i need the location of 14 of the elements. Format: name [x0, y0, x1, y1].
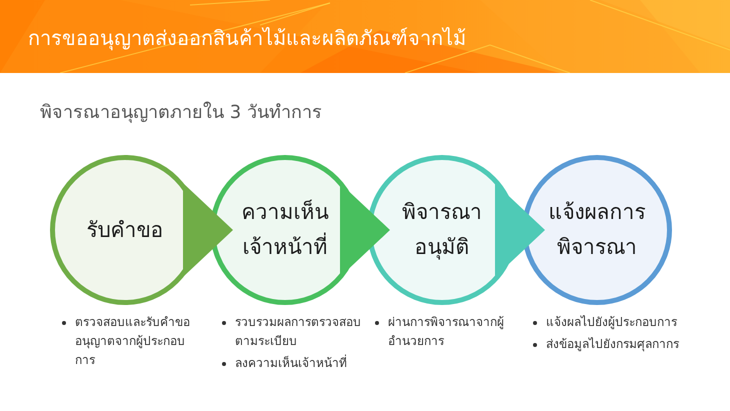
bullet-text: ผ่านการพิจารณาจากผู้อำนวยการ: [388, 314, 505, 350]
bullet-text: ลงความเห็นเจ้าหน้าที่: [235, 354, 348, 372]
bullet-text: ส่งข้อมูลไปยังกรมศุลกากร: [546, 336, 680, 354]
step-label: รับคำขอ: [86, 216, 164, 244]
bullet-text: แจ้งผลไปยังผู้ประกอบการ: [546, 314, 678, 332]
bullet-text: รวบรวมผลการตรวจสอบตามระเบียบ: [235, 314, 362, 350]
bullet-text: ตรวจสอบและรับคำขออนุญาตจากผู้ประกอบการ: [75, 314, 191, 369]
subtitle: พิจารณาอนุญาตภายใน 3 วันทำการ: [40, 100, 322, 125]
step-label: ความเห็นเจ้าหน้าที่: [240, 198, 330, 261]
page-title: การขออนุญาตส่งออกสินค้าไม้และผลิตภัณฑ์จากไม้: [28, 25, 466, 52]
step-arrow: [183, 183, 233, 277]
step-label: แจ้งผลการพิจารณา: [548, 199, 646, 261]
step-arrow: [495, 183, 545, 277]
step-label: พิจารณาอนุมัติ: [401, 199, 483, 262]
